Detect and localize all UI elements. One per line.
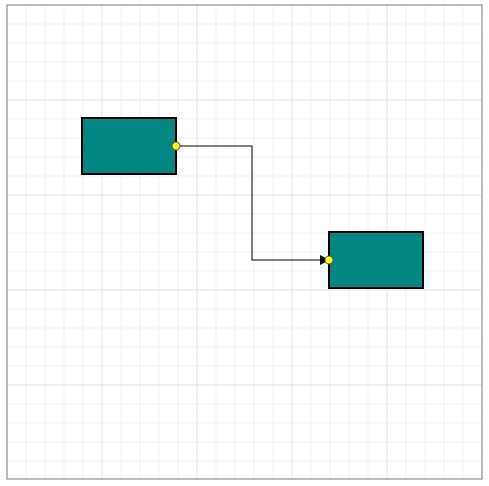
node-1-shape[interactable] [81,117,177,175]
target-port-icon[interactable] [324,255,334,265]
connector-line[interactable] [176,145,329,265]
connector-path[interactable] [176,145,320,261]
canvas-border [6,4,483,480]
node-1[interactable] [81,117,181,175]
node-2-shape[interactable] [328,231,424,289]
source-port-icon[interactable] [171,141,181,151]
node-2[interactable] [324,231,424,289]
